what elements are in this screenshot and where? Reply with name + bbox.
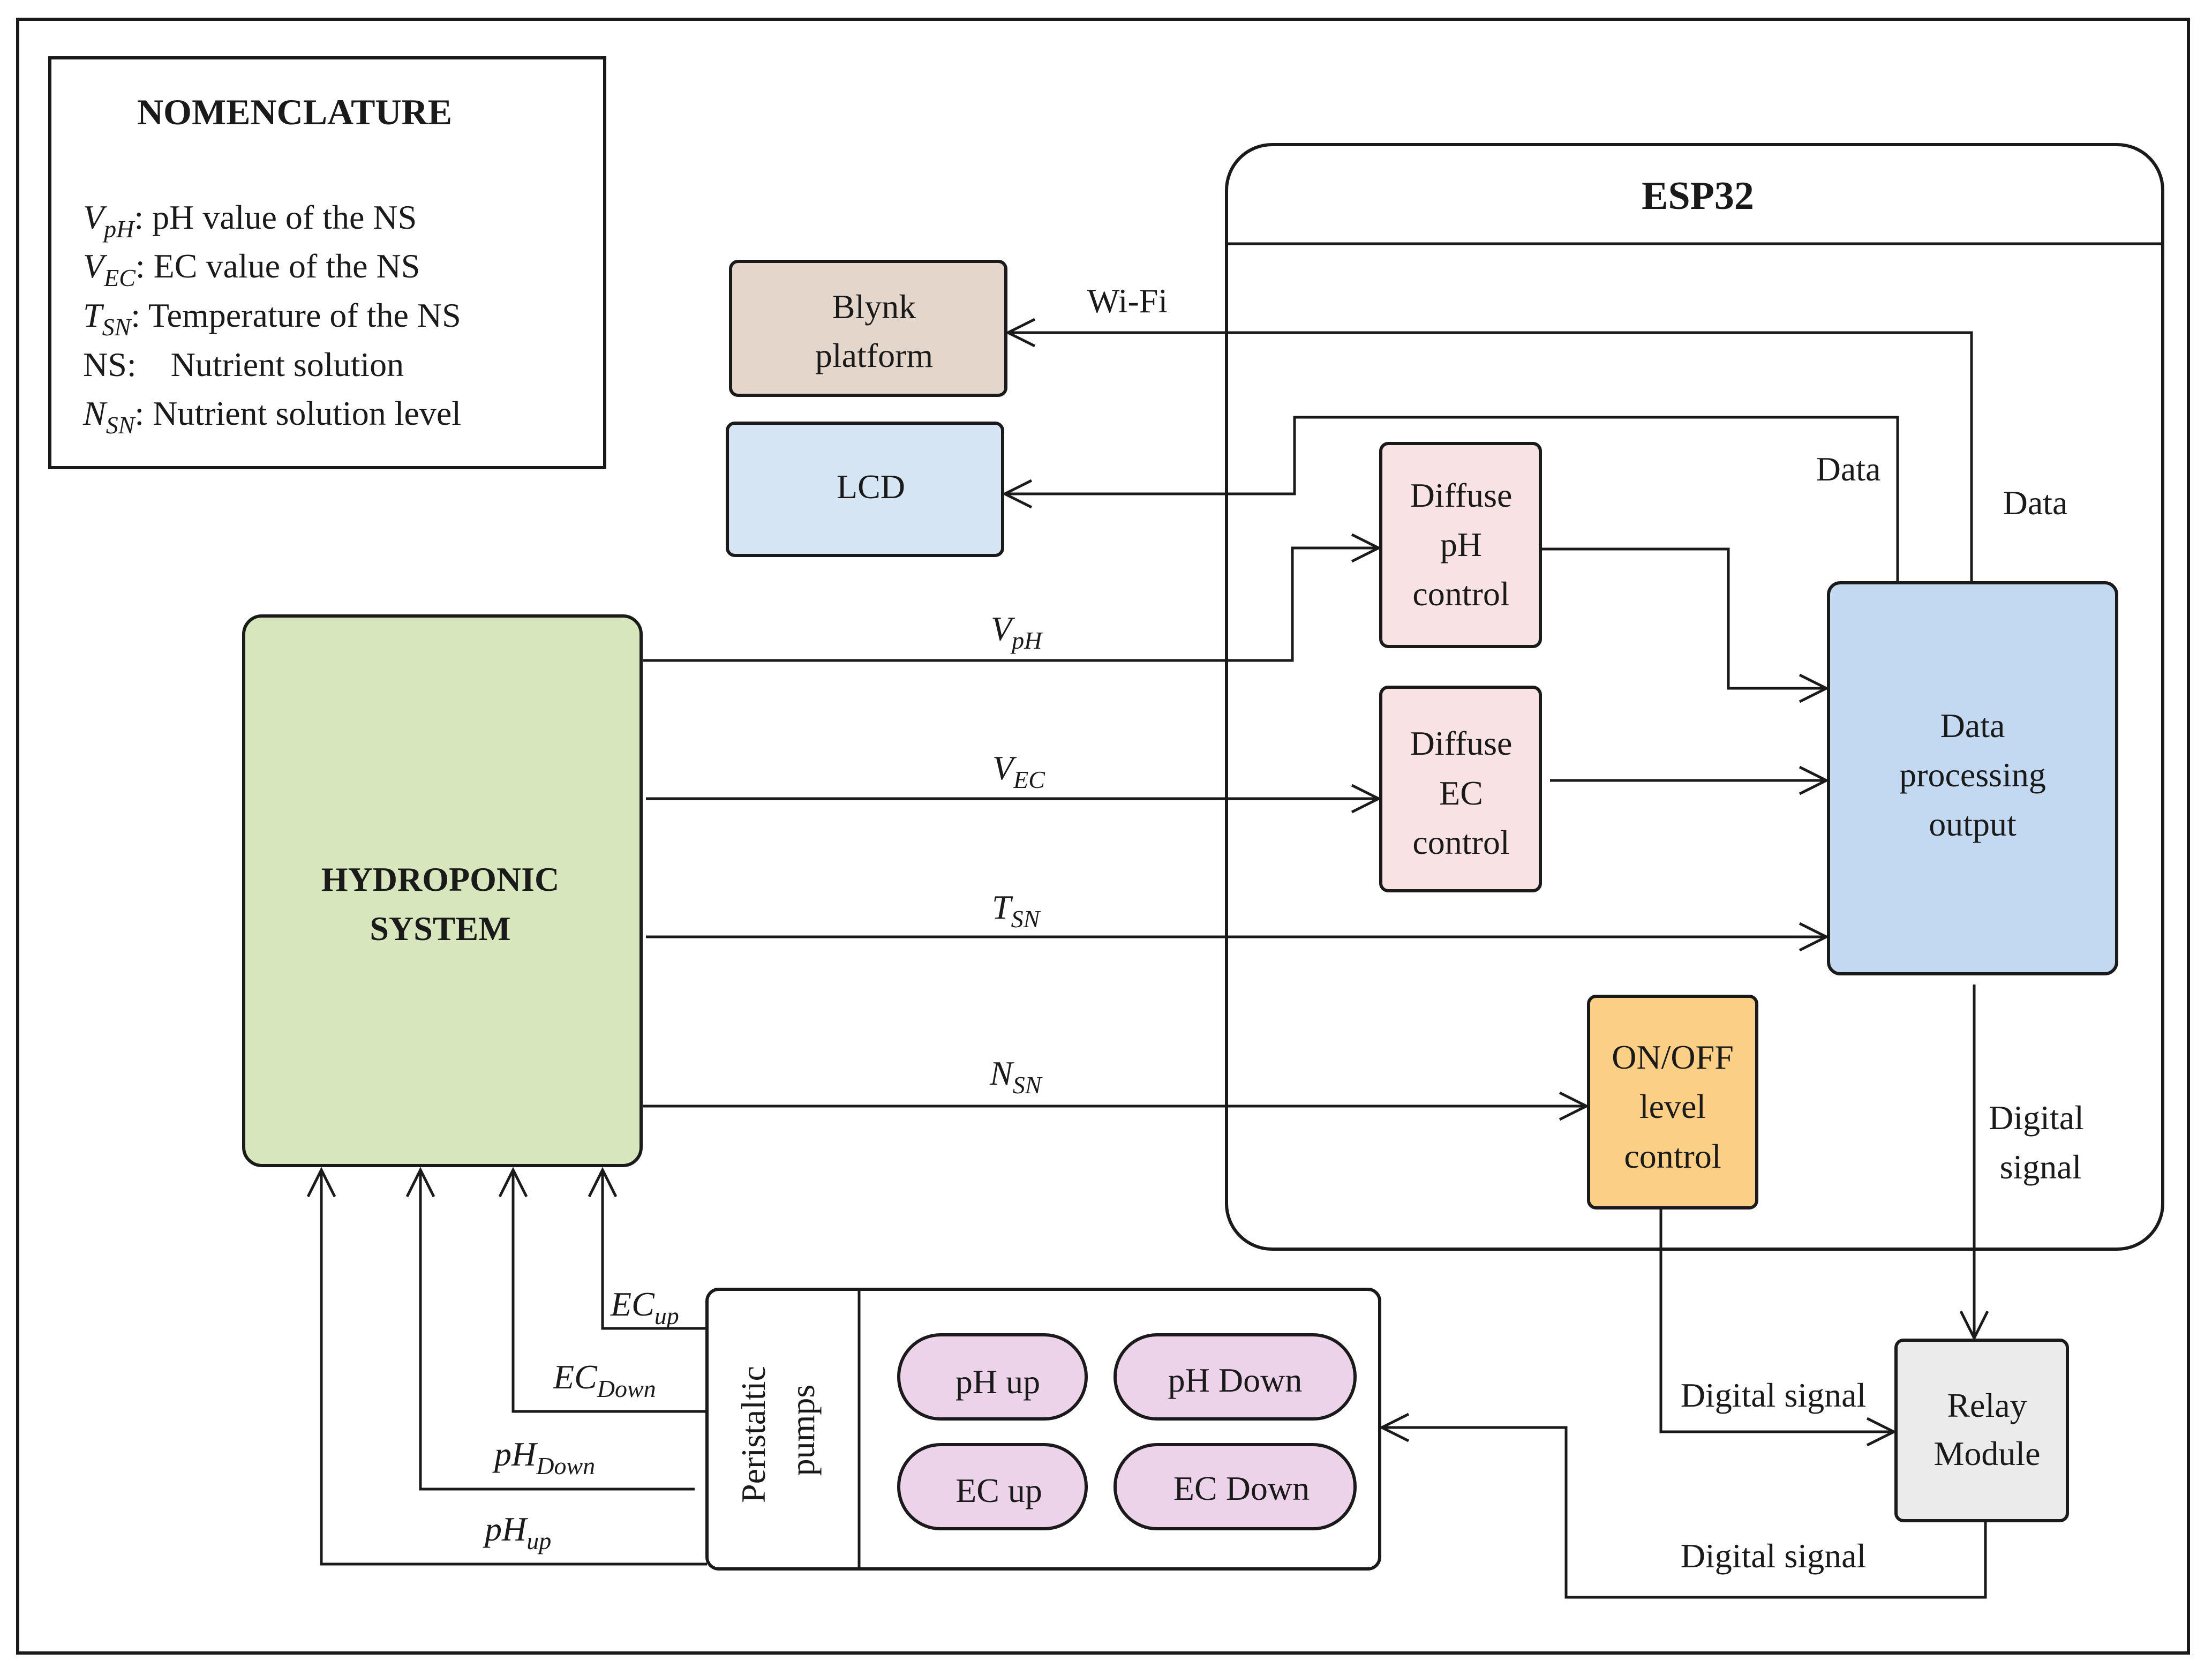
vec-label: VEC bbox=[992, 749, 1045, 793]
relay-to-pumps-connector bbox=[1379, 1412, 1987, 1599]
svg-text:processing: processing bbox=[1899, 756, 2046, 794]
data-label-lcd: Data bbox=[1816, 450, 1881, 488]
ec-down-connector bbox=[498, 1167, 707, 1413]
digital-signal-pumps-label: Digital signal bbox=[1681, 1537, 1867, 1575]
svg-text:HYDROPONIC: HYDROPONIC bbox=[321, 860, 559, 898]
svg-text:Diffuse: Diffuse bbox=[1410, 724, 1513, 762]
legend-entry-vph: VpH: pH value of the NS bbox=[83, 198, 417, 243]
onoff-level-control-block: ON/OFF level control bbox=[1587, 995, 1758, 1209]
svg-text:Data: Data bbox=[1940, 707, 2005, 745]
svg-text:Module: Module bbox=[1933, 1434, 2040, 1472]
svg-text:EC Down: EC Down bbox=[1173, 1469, 1310, 1507]
data-lcd-connector bbox=[1002, 416, 1899, 583]
nsn-connector bbox=[643, 1091, 1590, 1121]
pump-ec-down: EC Down bbox=[1113, 1443, 1357, 1530]
svg-text:pH: pH bbox=[1440, 525, 1482, 563]
ph-control-to-processing-connector bbox=[1540, 547, 1830, 703]
ec-down-label: ECDown bbox=[553, 1358, 656, 1402]
blynk-platform-block: Blynk platform bbox=[729, 260, 1007, 397]
svg-text:control: control bbox=[1412, 575, 1509, 613]
svg-text:level: level bbox=[1639, 1087, 1706, 1125]
peristaltic-pumps-block: Peristaltic pumps pH up pH Down EC up EC… bbox=[705, 1288, 1381, 1571]
svg-text:Diffuse: Diffuse bbox=[1410, 476, 1513, 514]
svg-text:pH up: pH up bbox=[955, 1363, 1040, 1401]
svg-text:platform: platform bbox=[815, 336, 933, 374]
svg-text:Blynk: Blynk bbox=[832, 288, 916, 326]
tsn-connector bbox=[646, 922, 1830, 952]
digital-signal-relay-label: Digital signal bbox=[1989, 1099, 2093, 1186]
ec-control-to-processing-connector bbox=[1550, 765, 1830, 795]
diffuse-ph-control-block: Diffuse pH control bbox=[1379, 442, 1542, 648]
svg-text:control: control bbox=[1412, 823, 1509, 861]
lcd-block: LCD bbox=[726, 422, 1004, 557]
legend-entry-nsn: NSN: Nutrient solution level bbox=[82, 394, 461, 439]
digital-signal-onoff-label: Digital signal bbox=[1681, 1376, 1867, 1414]
processing-to-relay-connector bbox=[1959, 985, 1989, 1341]
svg-text:pH Down: pH Down bbox=[1168, 1361, 1303, 1399]
svg-text:EC: EC bbox=[1439, 774, 1483, 812]
ph-up-connector bbox=[306, 1167, 707, 1566]
svg-text:ON/OFF: ON/OFF bbox=[1612, 1038, 1734, 1076]
hydroponic-system-block: HYDROPONIC SYSTEM bbox=[242, 614, 643, 1167]
wifi-label: Wi-Fi bbox=[1087, 282, 1168, 320]
vph-connector bbox=[643, 533, 1382, 662]
data-label-blynk: Data bbox=[2003, 484, 2068, 522]
tsn-label: TSN bbox=[992, 888, 1041, 933]
ph-up-label: pHup bbox=[483, 1510, 551, 1554]
svg-text:LCD: LCD bbox=[837, 468, 905, 506]
esp32-title: ESP32 bbox=[1642, 174, 1754, 218]
svg-text:Relay: Relay bbox=[1947, 1386, 2027, 1424]
legend-entry-vec: VEC: EC value of the NS bbox=[83, 247, 420, 291]
svg-text:output: output bbox=[1929, 805, 2017, 843]
vec-connector bbox=[646, 784, 1382, 814]
wifi-connector bbox=[1005, 318, 1973, 583]
nomenclature-legend: NOMENCLATURE VpH: pH value of the NS VEC… bbox=[48, 56, 606, 469]
vph-label: VpH bbox=[991, 610, 1043, 654]
ec-up-label: ECup bbox=[610, 1285, 679, 1329]
legend-entry-ns: NS: Nutrient solution bbox=[83, 345, 404, 384]
ec-up-connector bbox=[588, 1167, 707, 1330]
ph-down-label: pHDown bbox=[492, 1435, 595, 1479]
ph-down-connector bbox=[405, 1167, 695, 1491]
onoff-to-relay-connector bbox=[1659, 1208, 1897, 1447]
svg-text:EC up: EC up bbox=[955, 1471, 1042, 1509]
relay-module-block: Relay Module bbox=[1894, 1339, 2069, 1522]
nomenclature-title: NOMENCLATURE bbox=[137, 92, 452, 132]
pump-ph-down: pH Down bbox=[1113, 1333, 1357, 1421]
outer-frame bbox=[16, 18, 2190, 1655]
svg-text:SYSTEM: SYSTEM bbox=[370, 910, 510, 948]
diffuse-ec-control-block: Diffuse EC control bbox=[1379, 686, 1542, 892]
pump-ph-up: pH up bbox=[897, 1333, 1088, 1421]
svg-text:control: control bbox=[1624, 1137, 1721, 1175]
data-processing-output-block: Data processing output bbox=[1827, 581, 2118, 975]
legend-entry-tsn: TSN: Temperature of the NS bbox=[83, 296, 461, 341]
pump-ec-up: EC up bbox=[897, 1443, 1088, 1530]
nsn-label: NSN bbox=[989, 1054, 1043, 1099]
peristaltic-pumps-label: Peristaltic pumps bbox=[734, 1357, 822, 1503]
